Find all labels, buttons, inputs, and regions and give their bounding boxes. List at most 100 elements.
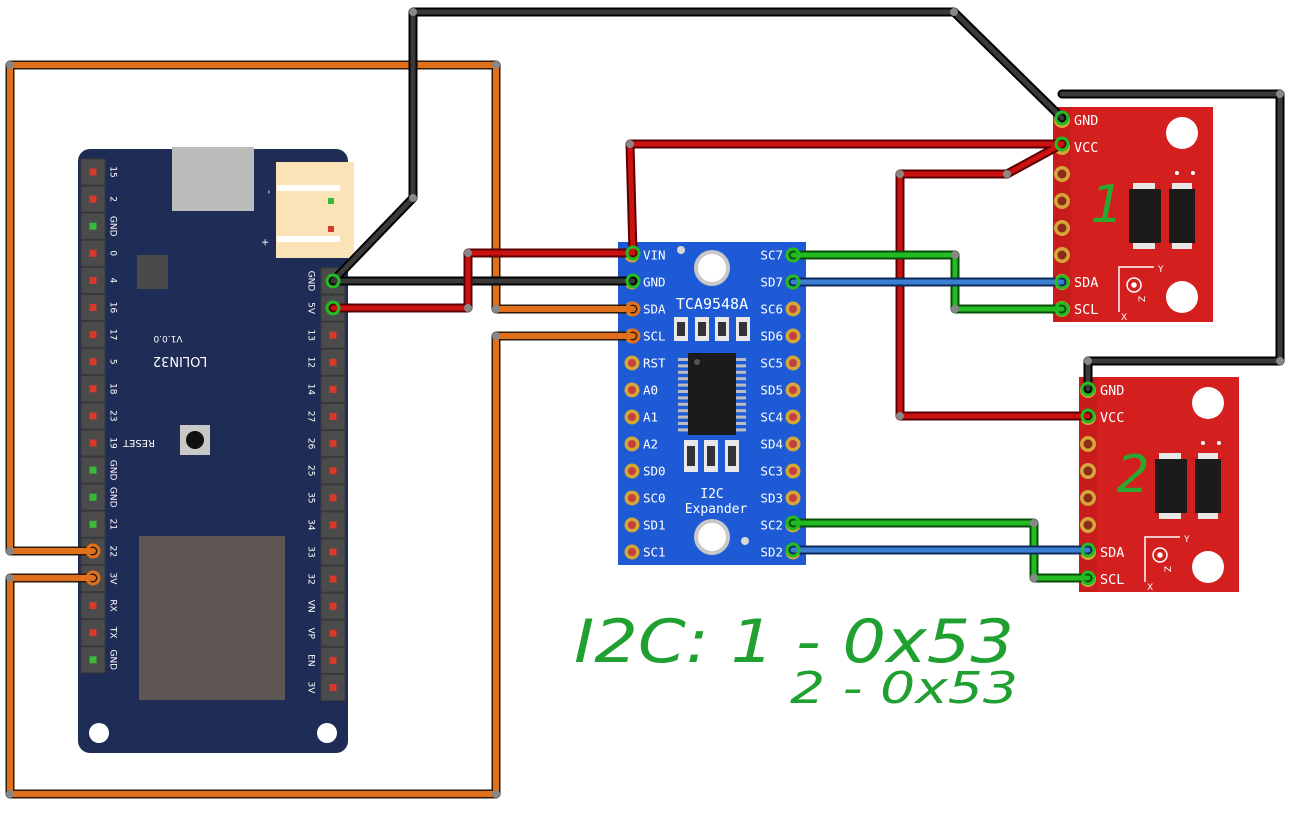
lolin-pin-right-12[interactable]: VN [306, 592, 346, 620]
mux-pin-right-sc6[interactable]: SC6 [760, 301, 801, 317]
lolin-pin-right-9[interactable]: 34 [306, 511, 346, 539]
lolin-pin-label: GND [306, 271, 316, 292]
mux-pin-right-sd6[interactable]: SD6 [760, 328, 801, 344]
sensor-pin-label: SCL [1100, 572, 1124, 588]
sensor-pin[interactable] [1080, 490, 1096, 506]
axis-z-label: Z [1164, 566, 1174, 572]
mux-pin-right-sd3[interactable]: SD3 [760, 490, 801, 506]
mount-hole [1166, 117, 1198, 149]
sensor-pin[interactable] [1054, 247, 1070, 263]
mux-pin-left-sd0[interactable]: SD0 [624, 463, 666, 479]
sensor-pin[interactable] [1080, 517, 1096, 533]
lolin-pin-right-14[interactable]: EN [306, 646, 346, 674]
sensor-pin[interactable] [1054, 220, 1070, 236]
lolin-pin-right-6[interactable]: 26 [306, 430, 346, 458]
mux-pin-left-sd1[interactable]: SD1 [624, 517, 666, 533]
lolin-pin-left-6[interactable]: 17 [80, 321, 118, 349]
lolin-pin-label: GND [108, 487, 118, 508]
sensor-pin[interactable] [1054, 166, 1070, 182]
lolin-pin-right-8[interactable]: 35 [306, 484, 346, 512]
mux-pin-left-rst[interactable]: RST [624, 355, 667, 371]
lolin-pin-left-16[interactable]: RX [80, 592, 118, 620]
lolin-pin-left-8[interactable]: 18 [80, 375, 118, 403]
lolin-pin-label: 3V [108, 573, 118, 586]
mux-pin-left-sc0[interactable]: SC0 [624, 490, 666, 506]
lolin-pin-left-17[interactable]: TX [80, 619, 118, 647]
mux-pin-left-a1[interactable]: A1 [624, 409, 659, 425]
sensor-number: 2 [1116, 445, 1149, 505]
sensor-pin[interactable] [1080, 463, 1096, 479]
lolin-pin-label: 23 [108, 410, 118, 421]
axis-x-label: X [1121, 313, 1127, 323]
mux-pin-right-sc5[interactable]: SC5 [760, 355, 801, 371]
handwritten-note: I2C: 1 - 0x53 2 - 0x53 [574, 607, 1018, 714]
mux-pin-label: SCL [643, 329, 666, 344]
lolin-pin-right-5[interactable]: 27 [306, 403, 346, 430]
lolin-pin-left-4[interactable]: 4 [80, 266, 118, 294]
lolin-pin-left-11[interactable]: GND [80, 456, 118, 484]
mux-pin-right-sc4[interactable]: SC4 [760, 409, 801, 425]
wire-vin-vcc1 [627, 141, 1065, 256]
lolin-pin-left-2[interactable]: GND [80, 212, 118, 240]
lolin-pin-right-10[interactable]: 33 [306, 538, 346, 566]
wire-5v-vin [330, 250, 636, 311]
lolin-pin-label: 4 [108, 278, 118, 284]
mux-pin-left-a2[interactable]: A2 [624, 436, 659, 452]
lolin-pin-left-9[interactable]: 23 [80, 402, 118, 430]
lolin-pin-right-3[interactable]: 12 [306, 348, 346, 376]
lolin-pin-right-11[interactable]: 32 [306, 565, 346, 593]
title-line2: Expander [685, 502, 748, 517]
esp32-module [139, 536, 285, 700]
lolin-pin-label: 26 [306, 438, 316, 450]
lolin-pin-label: 21 [108, 519, 118, 530]
lolin-pin-right-2[interactable]: 13 [306, 321, 346, 349]
sensor-pin-label: VCC [1100, 410, 1124, 426]
lolin-pin-label: TX [108, 626, 118, 639]
mount-hole [1166, 281, 1198, 313]
lolin-pin-left-7[interactable]: 5 [80, 348, 118, 376]
lolin-pin-right-4[interactable]: 14 [306, 375, 346, 403]
lolin-pin-label: 5 [108, 359, 118, 365]
note-line1: I2C: 1 - 0x53 [574, 607, 1014, 677]
lolin-pin-label: 12 [306, 357, 316, 368]
mux-pin-left-a0[interactable]: A0 [624, 382, 659, 398]
usb-connector [172, 147, 254, 211]
lolin-pin-label: 0 [108, 250, 118, 256]
mux-pin-label: VIN [643, 248, 666, 263]
lolin-pin-label: 22 [108, 546, 118, 557]
wire-endpoints [85, 110, 1096, 586]
mux-pin-label: SD5 [760, 383, 783, 398]
lolin-pin-left-3[interactable]: 0 [80, 239, 118, 267]
lolin-pin-left-13[interactable]: 21 [80, 510, 118, 538]
mux-pin-left-sc1[interactable]: SC1 [624, 544, 666, 560]
mux-pin-right-sd5[interactable]: SD5 [760, 382, 801, 398]
lolin-pin-left-1[interactable]: 2 [80, 185, 118, 213]
board-version-label: V1.0.0 [153, 333, 182, 343]
lolin-pin-left-12[interactable]: GND [80, 483, 118, 511]
mux-pin-label: A1 [643, 410, 658, 425]
lolin-pin-right-13[interactable]: VP [306, 619, 346, 647]
mux-pin-label: A2 [643, 437, 658, 452]
sensor-pin[interactable] [1080, 436, 1096, 452]
lolin-pin-right-7[interactable]: 25 [306, 457, 346, 485]
mount-hole [694, 250, 730, 286]
mux-pin-right-sd4[interactable]: SD4 [760, 436, 801, 452]
lolin-pin-right-15[interactable]: 3V [306, 674, 346, 701]
lolin-pin-left-0[interactable]: 15 [80, 158, 118, 186]
lolin-pin-left-10[interactable]: 19 [80, 429, 118, 457]
mux-pin-label: RST [643, 356, 666, 371]
lolin-pin-left-18[interactable]: GND [80, 646, 118, 674]
lolin-pin-label: GND [108, 460, 118, 481]
sensor-pin-label: SCL [1074, 302, 1098, 318]
lolin-pin-label: 16 [108, 302, 118, 314]
lolin-pin-label: 5V [306, 302, 316, 315]
reset-label: RESET [122, 437, 155, 448]
lolin-pin-left-5[interactable]: 16 [80, 294, 118, 321]
mux-pin-label: SD4 [760, 437, 783, 452]
mux-pin-right-sc3[interactable]: SC3 [760, 463, 801, 479]
sensor-pin[interactable] [1054, 193, 1070, 209]
sensor-pin-label: SDA [1100, 545, 1124, 561]
